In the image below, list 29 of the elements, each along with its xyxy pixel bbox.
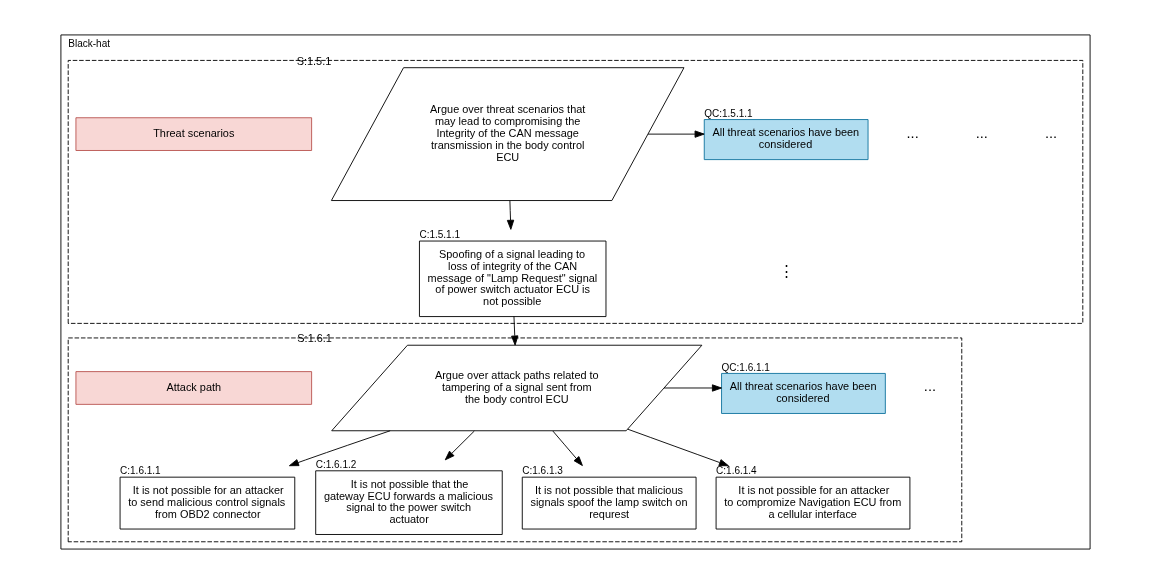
node-box: Threat scenarios bbox=[74, 117, 312, 151]
label: ⋮ bbox=[778, 263, 794, 280]
node-label: QC:1.6.1.1 bbox=[721, 361, 770, 373]
arrow bbox=[551, 430, 583, 466]
node-label: C:1.6.1.2 bbox=[315, 458, 356, 470]
node-label: S:1.6.1 bbox=[296, 332, 332, 345]
label: ... bbox=[923, 378, 936, 395]
arrow bbox=[626, 428, 729, 467]
node-label: QC:1.5.1.1 bbox=[703, 107, 753, 119]
label: ... bbox=[906, 124, 919, 141]
node-box: Spoofing of a signal leading to loss of integrity of the CAN message of "Lamp Request" signal of power switch actuator ECU is not possible bbox=[418, 240, 606, 317]
label: ... bbox=[975, 124, 988, 141]
node-box: It is not possible that the gateway ECU forwards a malicious signal to the power switch actuator bbox=[314, 470, 503, 535]
arrow bbox=[647, 130, 705, 138]
arrow bbox=[444, 430, 475, 461]
node-label: C:1.6.1.4 bbox=[715, 465, 757, 477]
node-box: It is not possible for an attacker to send malicious control signals from OBD2 connector bbox=[119, 476, 295, 530]
arrow bbox=[288, 430, 391, 467]
node-label: C:1.6.1.3 bbox=[521, 465, 563, 477]
arrow bbox=[506, 200, 514, 230]
cluster bbox=[67, 59, 1083, 324]
arrow bbox=[510, 315, 518, 346]
arrow bbox=[663, 384, 722, 392]
node-box: It is not possible that malicious signals spoof the lamp switch on requrest bbox=[521, 476, 697, 530]
node-label: C:1.5.1.1 bbox=[418, 229, 460, 241]
node-box: Attack path bbox=[74, 371, 312, 405]
label: ... bbox=[1044, 124, 1057, 141]
node-label: C:1.6.1.1 bbox=[119, 465, 161, 477]
node-box: It is not possible for an attacker to compromize Navigation ECU from a cellular interface bbox=[715, 476, 910, 530]
